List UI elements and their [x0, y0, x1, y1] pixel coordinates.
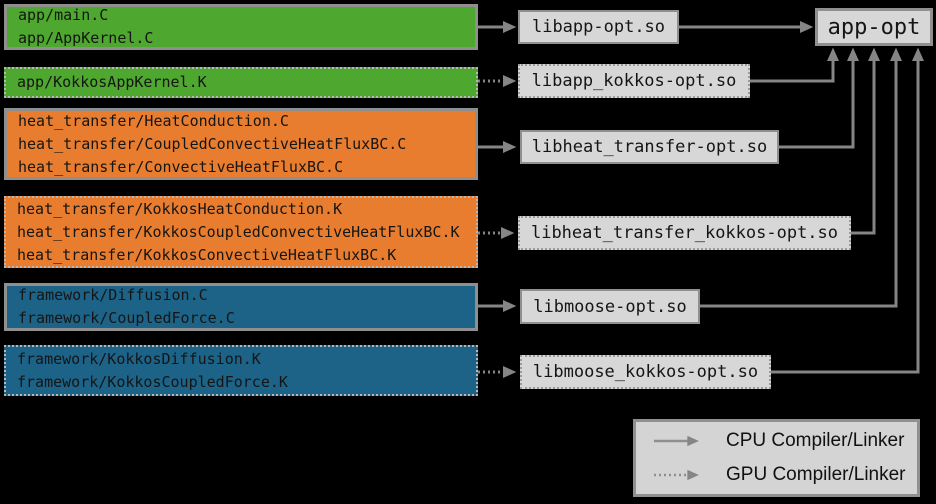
legend: CPU Compiler/Linker GPU Compiler/Linker: [633, 419, 920, 497]
arrow-libapp-kokkos-to-app-opt: [750, 47, 839, 83]
source-file: framework/KokkosCoupledForce.K: [17, 372, 288, 391]
source-file: framework/Diffusion.C: [18, 286, 208, 304]
source-file: heat_transfer/ConvectiveHeatFluxBC.C: [18, 157, 344, 176]
source-file: app/KokkosAppKernel.K: [17, 73, 207, 91]
source-file: heat_transfer/KokkosHeatConduction.K: [17, 199, 343, 218]
source-box-app-gpu: app/KokkosAppKernel.K: [4, 67, 478, 98]
dotted-arrow-icon: [654, 469, 699, 481]
source-file: heat_transfer/KokkosCoupledConvectiveHea…: [17, 222, 460, 241]
source-file: heat_transfer/HeatConduction.C: [18, 111, 289, 130]
library-box-libapp-opt: libapp-opt.so: [518, 10, 679, 44]
arrow-libheat-to-app-opt: [779, 47, 859, 149]
source-file: framework/KokkosDiffusion.K: [17, 349, 261, 368]
legend-label: GPU Compiler/Linker: [726, 464, 906, 485]
arrow-libmoose-to-app-opt: [700, 47, 902, 308]
legend-item-cpu: CPU Compiler/Linker: [652, 430, 905, 452]
library-box-libheat-transfer-kokkos-opt: libheat_transfer_kokkos-opt.so: [518, 216, 851, 250]
source-file: framework/CoupledForce.C: [18, 309, 235, 327]
arrow-libmoose-kokkos-to-app-opt: [771, 47, 924, 374]
source-file: app/main.C: [18, 6, 109, 24]
legend-item-gpu: GPU Compiler/Linker: [652, 464, 906, 486]
source-box-heat-transfer-cpu: heat_transfer/HeatConduction.C heat_tran…: [4, 108, 478, 180]
source-file: heat_transfer/CoupledConvectiveHeatFluxB…: [18, 134, 407, 153]
source-box-framework-gpu: framework/KokkosDiffusion.K framework/Ko…: [4, 345, 478, 396]
source-box-heat-transfer-gpu: heat_transfer/KokkosHeatConduction.K hea…: [4, 196, 478, 268]
legend-label: CPU Compiler/Linker: [726, 430, 905, 451]
arrow-libheat-kokkos-to-app-opt: [851, 47, 880, 235]
library-box-libapp-kokkos-opt: libapp_kokkos-opt.so: [518, 64, 750, 98]
source-box-app-cpu: app/main.C app/AppKernel.C: [4, 4, 478, 50]
source-file: app/AppKernel.C: [18, 29, 154, 47]
source-file: heat_transfer/KokkosConvectiveHeatFluxBC…: [17, 245, 397, 264]
source-box-framework-cpu: framework/Diffusion.C framework/CoupledF…: [4, 283, 478, 331]
library-box-libheat-transfer-opt: libheat_transfer-opt.so: [520, 130, 779, 164]
library-box-libmoose-opt: libmoose-opt.so: [520, 289, 700, 324]
target-box-app-opt: app-opt: [815, 8, 933, 46]
library-box-libmoose-kokkos-opt: libmoose_kokkos-opt.so: [520, 355, 771, 389]
solid-arrow-icon: [654, 435, 699, 447]
